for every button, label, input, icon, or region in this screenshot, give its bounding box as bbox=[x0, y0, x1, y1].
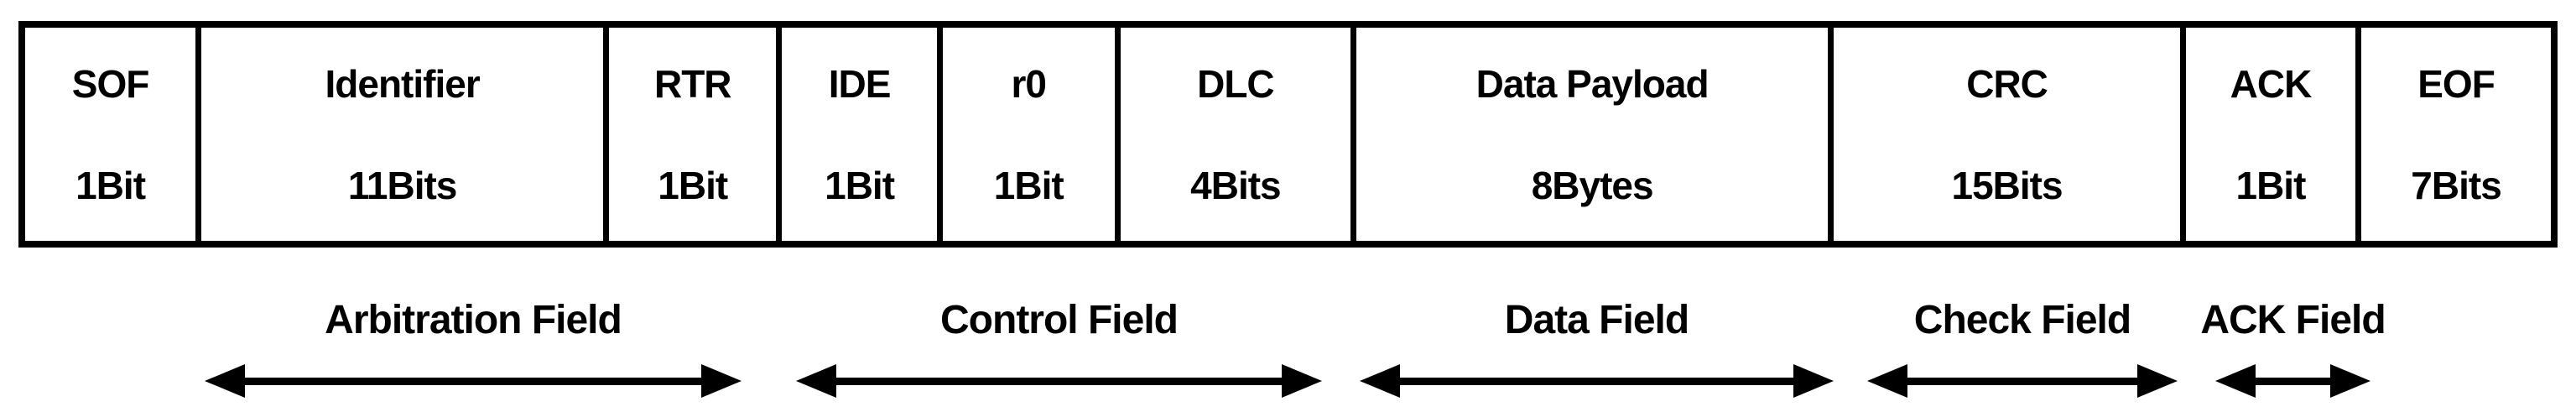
cell-name: Identifier bbox=[325, 61, 480, 106]
field-group-data: Data Field bbox=[1360, 299, 1834, 398]
cell-name: DLC bbox=[1197, 61, 1275, 106]
frame-structure-table: SOF 1Bit Identifier 11Bits RTR 1Bit IDE … bbox=[18, 21, 2558, 248]
cell-name: EOF bbox=[2417, 61, 2495, 106]
double-headed-arrow-icon bbox=[1867, 364, 2178, 398]
frame-cell-sof: SOF 1Bit bbox=[25, 28, 195, 241]
arrow-left-head-icon bbox=[205, 364, 245, 398]
cell-size: 4Bits bbox=[1190, 163, 1281, 207]
frame-cell-crc: CRC 15Bits bbox=[1828, 28, 2180, 241]
frame-cell-rtr: RTR 1Bit bbox=[603, 28, 776, 241]
arrow-right-head-icon bbox=[2137, 364, 2178, 398]
frame-cell-eof: EOF 7Bits bbox=[2355, 28, 2551, 241]
field-label: Data Field bbox=[1504, 298, 1689, 342]
field-label: Control Field bbox=[940, 298, 1179, 342]
arrow-left-head-icon bbox=[796, 364, 836, 398]
frame-cell-data-payload: Data Payload 8Bytes bbox=[1350, 28, 1828, 241]
field-label: ACK Field bbox=[2200, 298, 2386, 342]
double-headed-arrow-icon bbox=[205, 364, 742, 398]
cell-size: 1Bit bbox=[658, 163, 728, 207]
cell-name: IDE bbox=[828, 61, 892, 106]
arrow-left-head-icon bbox=[1867, 364, 1907, 398]
field-group-check: Check Field bbox=[1867, 299, 2178, 398]
cell-name: r0 bbox=[1011, 61, 1046, 106]
cell-size: 11Bits bbox=[347, 163, 458, 207]
cell-size: 1Bit bbox=[993, 163, 1064, 207]
arrow-shaft bbox=[245, 377, 701, 385]
frame-cell-identifier: Identifier 11Bits bbox=[195, 28, 603, 241]
arrow-left-head-icon bbox=[2215, 364, 2256, 398]
frame-cell-r0: r0 1Bit bbox=[936, 28, 1115, 241]
double-headed-arrow-icon bbox=[1360, 364, 1834, 398]
cell-name: SOF bbox=[71, 61, 150, 106]
arrow-right-head-icon bbox=[1793, 364, 1834, 398]
field-group-arbitration: Arbitration Field bbox=[205, 299, 742, 398]
arrow-right-head-icon bbox=[1282, 364, 1322, 398]
cell-size: 15Bits bbox=[1951, 163, 2063, 207]
cell-name: Data Payload bbox=[1475, 61, 1710, 106]
arrow-right-head-icon bbox=[701, 364, 742, 398]
field-label: Arbitration Field bbox=[325, 298, 622, 342]
frame-cell-dlc: DLC 4Bits bbox=[1114, 28, 1350, 241]
arrow-shaft bbox=[1400, 377, 1793, 385]
cell-size: 1Bit bbox=[75, 163, 146, 207]
frame-cell-ack: ACK 1Bit bbox=[2179, 28, 2355, 241]
frame-cell-ide: IDE 1Bit bbox=[776, 28, 936, 241]
arrow-shaft bbox=[2256, 377, 2330, 385]
field-group-ack: ACK Field bbox=[2200, 299, 2386, 398]
arrow-shaft bbox=[1907, 377, 2137, 385]
arrow-right-head-icon bbox=[2330, 364, 2370, 398]
cell-size: 7Bits bbox=[2411, 163, 2501, 207]
double-headed-arrow-icon bbox=[796, 364, 1322, 398]
cell-size: 8Bytes bbox=[1531, 163, 1654, 207]
cell-name: CRC bbox=[1966, 61, 2048, 106]
cell-size: 1Bit bbox=[2235, 163, 2307, 207]
cell-name: ACK bbox=[2230, 61, 2313, 106]
field-label: Check Field bbox=[1913, 298, 2131, 342]
field-group-control: Control Field bbox=[796, 299, 1322, 398]
cell-name: RTR bbox=[653, 61, 732, 106]
cell-size: 1Bit bbox=[825, 163, 895, 207]
arrow-left-head-icon bbox=[1360, 364, 1400, 398]
arrow-shaft bbox=[836, 377, 1282, 385]
double-headed-arrow-icon bbox=[2215, 364, 2370, 398]
